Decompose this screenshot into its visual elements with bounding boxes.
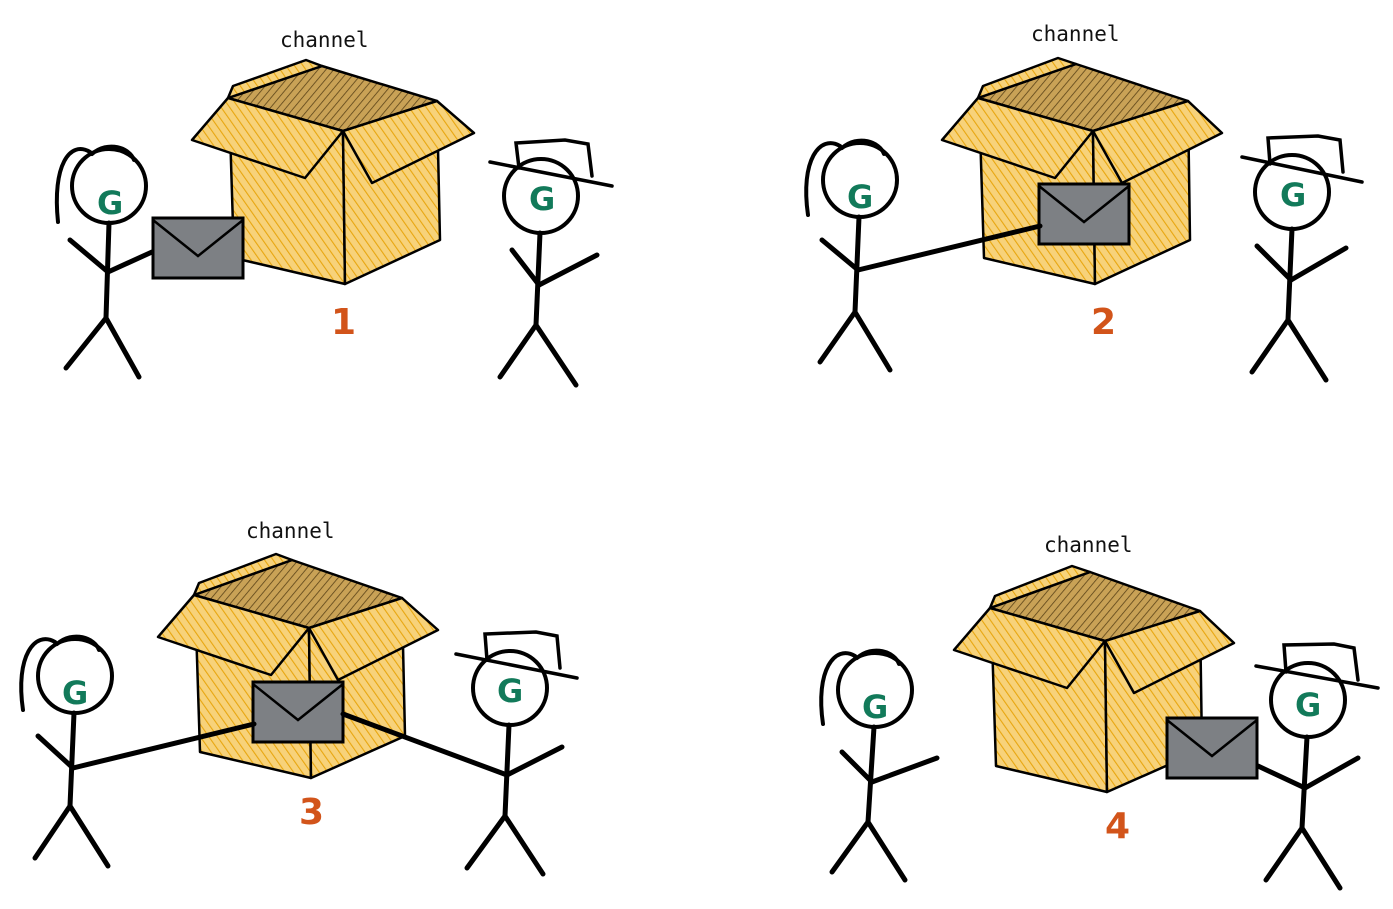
- channel-box: [190, 58, 476, 286]
- step-number: 4: [1105, 806, 1130, 847]
- sender-gopher: [819, 648, 940, 883]
- receiver-g-letter: G: [1280, 176, 1306, 214]
- channel-box: [156, 552, 440, 780]
- channel-label: channel: [1031, 22, 1120, 46]
- channel-box: [940, 56, 1224, 286]
- step-number: 3: [299, 792, 324, 833]
- receiver-g-letter: G: [529, 180, 555, 218]
- sender-g-letter: G: [62, 674, 88, 712]
- sender-g-letter: G: [847, 178, 873, 216]
- panel-1: channel G: [54, 28, 614, 388]
- receiver-g-letter: G: [1295, 686, 1321, 724]
- sender-gopher: [19, 634, 257, 869]
- envelope: [1165, 716, 1259, 780]
- receiver-gopher: [340, 630, 579, 877]
- step-number: 1: [331, 302, 356, 343]
- receiver-gopher: [1254, 642, 1380, 891]
- sender-gopher: [804, 138, 1043, 373]
- channel-label: channel: [246, 519, 335, 543]
- sender-g-letter: G: [97, 184, 123, 222]
- sender-gopher: [54, 144, 155, 380]
- envelope: [151, 216, 245, 280]
- panel-4: channel G: [819, 533, 1380, 891]
- receiver-g-letter: G: [497, 672, 523, 710]
- panel-3: channel G: [19, 519, 579, 877]
- sender-g-letter: G: [862, 688, 888, 726]
- channel-label: channel: [280, 28, 369, 52]
- step-number: 2: [1091, 302, 1116, 343]
- envelope: [251, 680, 345, 744]
- receiver-gopher: [488, 138, 614, 388]
- panel-2: channel G: [804, 22, 1364, 383]
- receiver-gopher: [1240, 134, 1364, 383]
- envelope: [1037, 182, 1131, 246]
- channel-label: channel: [1044, 533, 1133, 557]
